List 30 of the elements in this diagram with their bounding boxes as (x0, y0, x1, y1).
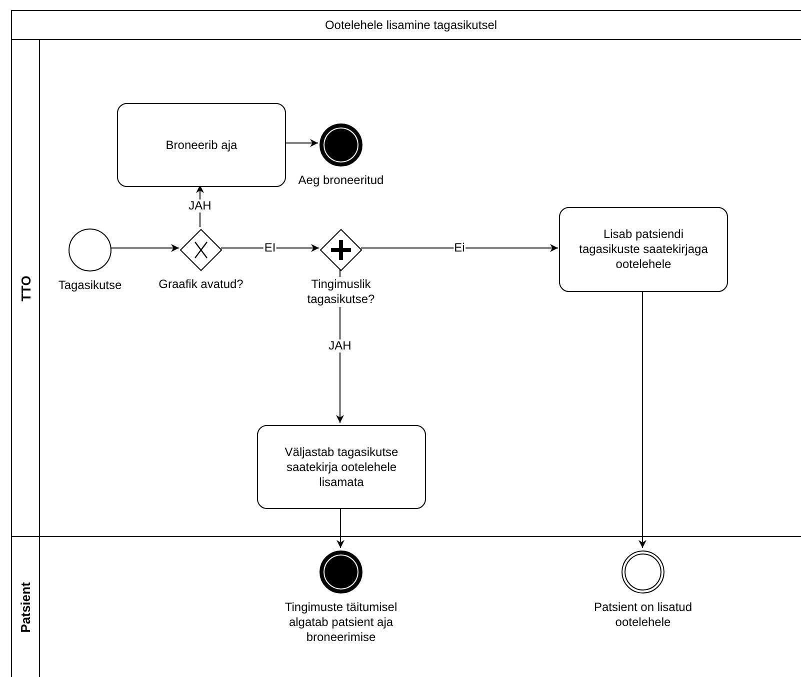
arrow (220, 244, 320, 252)
gateway-diamond (320, 229, 362, 271)
pool-title: Ootelehele lisamine tagasikutsel (324, 17, 498, 34)
task-label: Broneerib aja (166, 138, 238, 152)
arrow (284, 139, 318, 147)
gateway-diamond (180, 229, 222, 271)
arrow (360, 244, 558, 252)
arrow (110, 244, 180, 252)
task-label: Lisab patsiendi tagasikuste saatekirjaga ootelehele (578, 227, 709, 272)
edge-label: EI (263, 242, 277, 254)
start-event-circle (68, 228, 112, 272)
task-label: Väljastab tagasikutse saatekirja ootelehele lisamata (284, 444, 400, 490)
lane-label: Patsient (18, 582, 33, 633)
edge-label: JAH (328, 340, 352, 352)
task-box (559, 207, 728, 292)
edge-label: JAH (188, 200, 212, 212)
task-box (257, 425, 426, 509)
task-box (117, 103, 286, 187)
swimlane (12, 536, 801, 677)
arrow (336, 506, 344, 548)
event-label: Tagasikutse (58, 278, 122, 293)
end-event-circle (319, 550, 363, 594)
edge-label: Ei (453, 242, 466, 254)
event-label: Aeg broneeritud (298, 173, 384, 188)
end-event-circle (621, 550, 665, 594)
pool (11, 10, 801, 677)
lane-label: TTO (18, 275, 33, 301)
swimlane (12, 39, 801, 536)
arrow (638, 290, 646, 548)
end-event-circle (319, 123, 363, 167)
